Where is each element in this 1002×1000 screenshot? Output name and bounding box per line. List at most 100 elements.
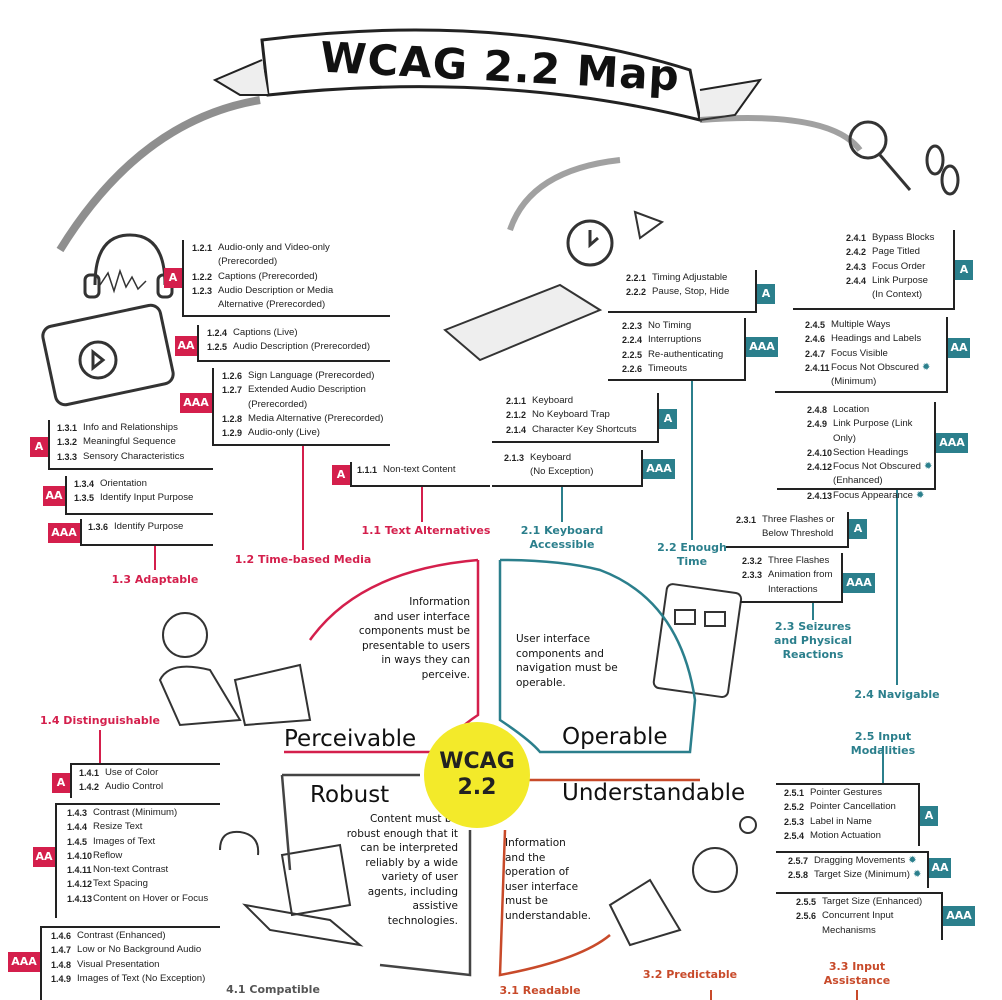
level-badge: A bbox=[849, 519, 867, 539]
criterion-number: 1.2.3 bbox=[192, 285, 213, 296]
criterion-number: 1.4.11 bbox=[67, 865, 92, 876]
criterion-title: Timing Adjustable bbox=[652, 272, 728, 283]
criterion-title: No Timing bbox=[648, 320, 692, 331]
criterion-title: Captions (Prerecorded) bbox=[218, 270, 318, 282]
criterion-number: 2.4.6 bbox=[805, 334, 826, 345]
criterion-number: 2.5.1 bbox=[784, 788, 805, 798]
criterion-number: 2.4.7 bbox=[805, 348, 826, 359]
criterion-number: 2.1.4 bbox=[506, 424, 527, 435]
level-badge: AAA bbox=[936, 433, 968, 453]
criterion-number: 2.1.1 bbox=[506, 396, 527, 406]
success-criterion: 1.4.9 Images of Text (No Exception) bbox=[51, 972, 220, 986]
criterion-title: Resize Text bbox=[93, 821, 143, 833]
criterion-number: 1.4.8 bbox=[51, 959, 72, 970]
new-in-2-2-icon: ✹ bbox=[923, 461, 933, 473]
criterion-title: Label in Name bbox=[810, 815, 872, 827]
criterion-title: Focus Not Obscured (Enhanced) bbox=[833, 461, 921, 487]
criterion-title: Reflow bbox=[93, 849, 123, 861]
criterion-title: Pointer Gestures bbox=[810, 787, 882, 798]
criterion-title: Audio-only (Live) bbox=[248, 427, 320, 439]
arrow-left-swoop bbox=[56, 96, 261, 253]
understandable-description: Information and the operation of user in… bbox=[505, 837, 591, 922]
criterion-number: 2.2.3 bbox=[622, 321, 643, 331]
arrow-right-swoop bbox=[699, 115, 863, 152]
person-laptop-icon bbox=[158, 612, 312, 727]
criterion-number: 2.4.2 bbox=[846, 247, 867, 258]
criterion-number: 2.5.4 bbox=[784, 830, 805, 841]
criterion-number: 1.3.4 bbox=[74, 479, 95, 489]
criterion-title: Images of Text bbox=[93, 835, 156, 847]
criterion-title: Low or No Background Audio bbox=[77, 944, 202, 956]
criterion-title: Timeouts bbox=[648, 362, 688, 374]
guideline-2-1: 2.1 Keyboard Accessible bbox=[520, 524, 604, 551]
criterion-number: 2.1.2 bbox=[506, 410, 527, 421]
criterion-number: 2.5.7 bbox=[788, 856, 809, 866]
page-title: WCAG 2.2 Map bbox=[318, 32, 682, 101]
level-badge: AA bbox=[43, 486, 65, 506]
new-in-2-2-icon: ✹ bbox=[908, 855, 917, 866]
criterion-title: Info and Relationships bbox=[83, 422, 178, 433]
criterion-number: 1.3.5 bbox=[74, 493, 95, 504]
criterion-title: Images of Text (No Exception) bbox=[77, 972, 206, 984]
guideline-2-5: 2.5 Input Modalities bbox=[850, 730, 916, 757]
criterion-number: 1.4.3 bbox=[67, 808, 88, 818]
criterion-title: Page Titled bbox=[872, 246, 921, 258]
criterion-number: 2.2.5 bbox=[622, 349, 643, 360]
person-idea-icon bbox=[608, 816, 757, 947]
criterion-number: 2.2.1 bbox=[626, 273, 647, 283]
criterion-title: Link Purpose (In Context) bbox=[872, 274, 928, 301]
magnifier-icon bbox=[848, 120, 912, 191]
level-badge: AA bbox=[33, 847, 55, 867]
criterion-title: Non-text Content bbox=[383, 464, 456, 475]
criterion-title: Target Size (Enhanced) bbox=[822, 896, 923, 907]
level-badge: A bbox=[920, 806, 938, 826]
operable-description: User interface components and navigation… bbox=[516, 633, 618, 689]
criterion-number: 1.2.7 bbox=[222, 385, 243, 396]
criterion-title: Focus Visible bbox=[831, 347, 888, 359]
criterion-number: 1.4.9 bbox=[51, 973, 72, 984]
criterion-number: 1.4.2 bbox=[79, 782, 100, 793]
level-badge: AA bbox=[929, 858, 951, 878]
criterion-title: Media Alternative (Prerecorded) bbox=[248, 412, 384, 424]
criterion-number: 2.4.9 bbox=[807, 419, 828, 430]
level-badge: AAA bbox=[48, 523, 80, 543]
criterion-title: Section Headings bbox=[833, 446, 909, 458]
play-icon bbox=[633, 210, 665, 240]
criterion-title: Non-text Contrast bbox=[93, 864, 169, 876]
criterion-title: Dragging Movements bbox=[814, 855, 906, 866]
criterion-number: 2.3.1 bbox=[736, 515, 757, 525]
level-badge: A bbox=[955, 260, 973, 280]
guideline-2-3: 2.3 Seizures and Physical Reactions bbox=[773, 620, 853, 661]
